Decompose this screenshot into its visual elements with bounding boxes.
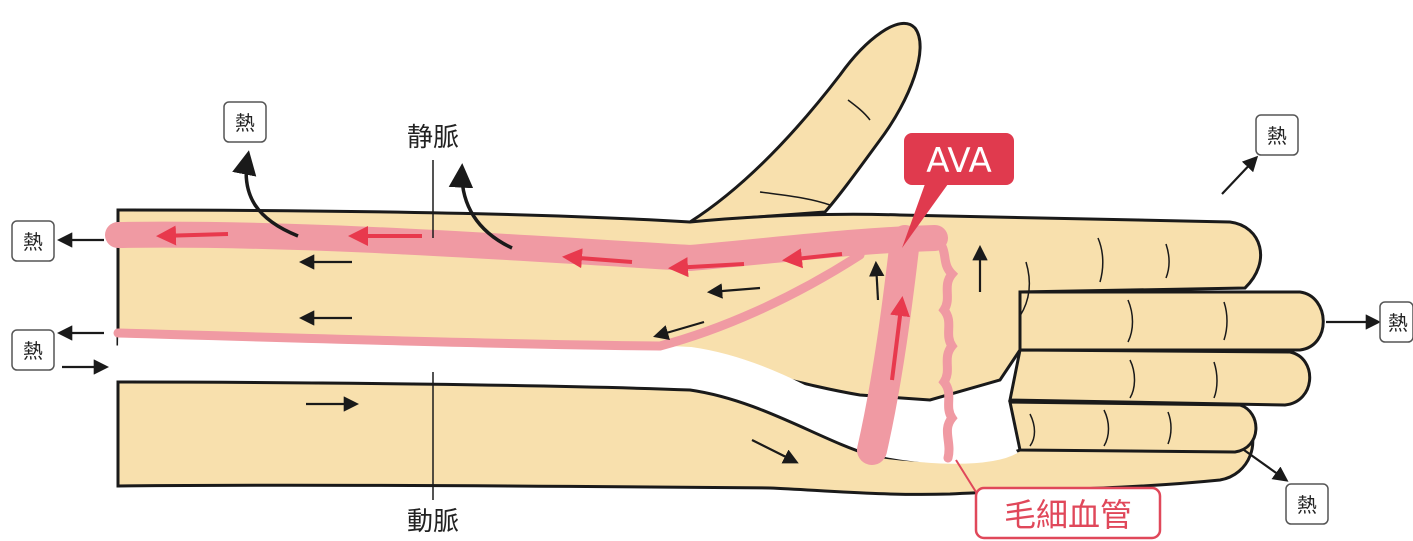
svg-text:毛細血管: 毛細血管: [1004, 496, 1132, 534]
finger-little: [1010, 402, 1256, 452]
svg-text:熱: 熱: [1267, 124, 1287, 148]
heat-label: 熱: [1380, 302, 1413, 342]
svg-text:熱: 熱: [235, 111, 255, 135]
heat-label: 熱: [224, 102, 266, 142]
svg-text:熱: 熱: [1388, 311, 1408, 335]
finger-ring: [1010, 350, 1310, 405]
svg-text:熱: 熱: [1297, 493, 1317, 517]
heat-label: 熱: [12, 221, 54, 261]
finger-middle: [1020, 292, 1323, 350]
thumb: [690, 23, 920, 222]
svg-text:AVA: AVA: [926, 141, 991, 181]
svg-text:熱: 熱: [23, 339, 43, 363]
heat-label: 熱: [1256, 115, 1298, 155]
heat-label: 熱: [12, 330, 54, 370]
artery-label: 動脈: [407, 507, 459, 537]
heat-label: 熱: [1286, 484, 1328, 524]
vein-label: 静脈: [407, 123, 459, 153]
svg-text:熱: 熱: [23, 230, 43, 254]
